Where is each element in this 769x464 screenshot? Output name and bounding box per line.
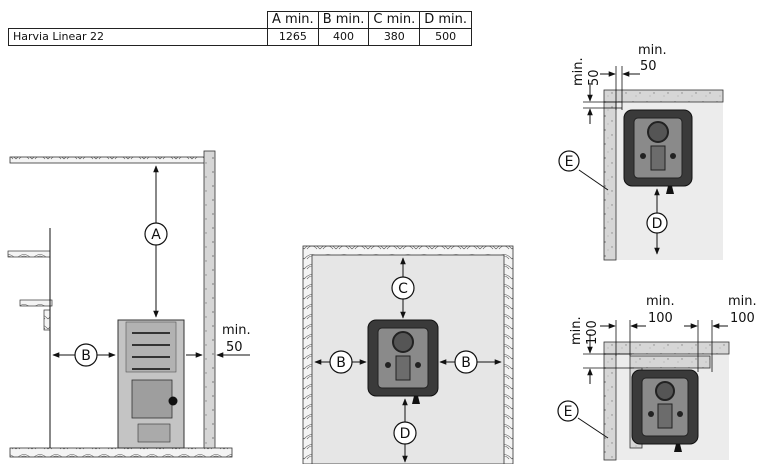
corner-bottom-h100-label: 100 (648, 311, 673, 326)
header-b-min: B min. (317, 11, 370, 29)
heater-side (117, 319, 185, 449)
corner-top-h50-label: 50 (640, 59, 657, 74)
label-e-top-circle (558, 150, 580, 172)
table-header-row: A min. B min. C min. D min. (8, 11, 473, 29)
label-e-top: E (565, 154, 574, 170)
label-d-circle (393, 421, 417, 445)
control-knob (168, 396, 178, 406)
corner-view-bottom: E min. 100 min. 100 min. 100 (557, 294, 757, 461)
label-b-right-circle (454, 350, 478, 374)
corner-bottom-vmin-label: min. (569, 316, 584, 345)
side-view: A B min. 50 (7, 150, 251, 458)
label-b-circle (74, 343, 98, 367)
heater-top-center (367, 319, 439, 404)
top-view-center: C D B B (302, 245, 514, 464)
label-e-bottom: E (564, 404, 573, 420)
label-c-circle (391, 276, 415, 300)
bench-upper (7, 250, 51, 258)
label-b: B (81, 348, 91, 364)
bench-support (43, 309, 51, 331)
label-b-left-circle (329, 350, 353, 374)
ceiling-board (9, 156, 209, 164)
heater-bottom-corner (631, 369, 699, 452)
bench-lower (19, 299, 53, 307)
corner-bottom-hmin-label: min. (646, 294, 675, 309)
corner-top-vmin-label: min. (571, 57, 586, 86)
corner-wall-vertical-top (603, 101, 617, 261)
model-name: Harvia Linear 22 (8, 28, 268, 46)
label-d: D (400, 426, 411, 442)
corner-bottom-r100-label: 100 (730, 311, 755, 326)
label-a: A (151, 227, 161, 243)
label-c: C (398, 281, 408, 297)
outer-wall-horizontal (603, 341, 730, 355)
corner-wall-horizontal-top (603, 89, 724, 103)
leader-e-top (578, 169, 609, 191)
label-b-right: B (461, 355, 471, 371)
inner-panel-horizontal (629, 355, 711, 369)
side-min-label: min. (222, 323, 251, 338)
label-a-circle (144, 222, 168, 246)
label-e-bottom-circle (557, 400, 579, 422)
label-d-corner: D (652, 216, 663, 232)
label-b-left: B (336, 355, 346, 371)
value-a: 1265 (267, 28, 319, 46)
header-a-min: A min. (267, 11, 319, 29)
table-row: Harvia Linear 22 1265 400 380 500 (8, 28, 473, 46)
side-50-label: 50 (226, 340, 243, 355)
leader-e-bottom (577, 417, 609, 439)
corner-view-top: D E min. 50 min. 50 (558, 43, 724, 261)
floor-board (9, 447, 233, 458)
heater-top-corner (623, 109, 693, 194)
outer-wall-vertical (603, 353, 617, 461)
corner-top-v50-label: 50 (587, 69, 602, 86)
corner-bottom-rmin-label: min. (728, 294, 757, 309)
header-d-min: D min. (419, 11, 473, 29)
side-wall (203, 150, 216, 452)
value-c: 380 (368, 28, 421, 46)
label-d-corner-circle (646, 212, 668, 234)
corner-top-hmin-label: min. (638, 43, 667, 58)
header-c-min: C min. (368, 11, 421, 29)
clearance-table: A min. B min. C min. D min. Harvia Linea… (8, 11, 473, 46)
value-d: 500 (419, 28, 473, 46)
corner-bottom-v100-label: 100 (585, 320, 600, 345)
